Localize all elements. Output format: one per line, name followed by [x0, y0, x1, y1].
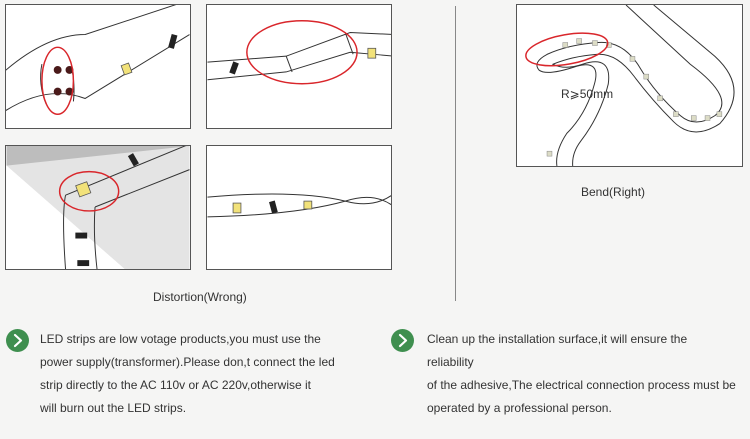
strip-bend-drawing [525, 5, 735, 166]
note-line: strip directly to the AC 110v or AC 220v… [40, 378, 312, 392]
note-line: operated by a professional person. [427, 401, 612, 415]
caption-distortion-wrong: Distortion(Wrong) [153, 290, 247, 304]
bend-illustration [516, 4, 743, 167]
caption-bend-right: Bend(Right) [581, 185, 646, 199]
strip-fold-drawing [207, 20, 391, 85]
note-line: of the adhesive,The electrical connectio… [427, 378, 736, 392]
strip-corner-drawing [6, 146, 190, 269]
distortion-illustration-twist [206, 145, 392, 270]
note-line: will burn out the LED strips. [40, 401, 187, 415]
note-line: Clean up the installation surface,it wil… [427, 332, 688, 369]
distortion-illustration-fold [206, 4, 392, 129]
note-installation: Clean up the installation surface,it wil… [427, 328, 737, 420]
bend-radius-label: R⩾50mm [561, 87, 614, 101]
note-power-supply: LED strips are low votage products,you m… [40, 328, 340, 420]
note-line: power supply(transformer).Please don,t c… [40, 355, 335, 369]
chevron-right-icon [6, 329, 29, 352]
strip-flat-twist-drawing [207, 193, 391, 218]
note-line: LED strips are low votage products,you m… [40, 332, 321, 346]
strip-twist-drawing [6, 5, 190, 115]
distortion-illustration-pads [5, 4, 191, 129]
chevron-right-icon [391, 329, 414, 352]
distortion-illustration-corner [5, 145, 191, 270]
section-divider [455, 6, 456, 301]
